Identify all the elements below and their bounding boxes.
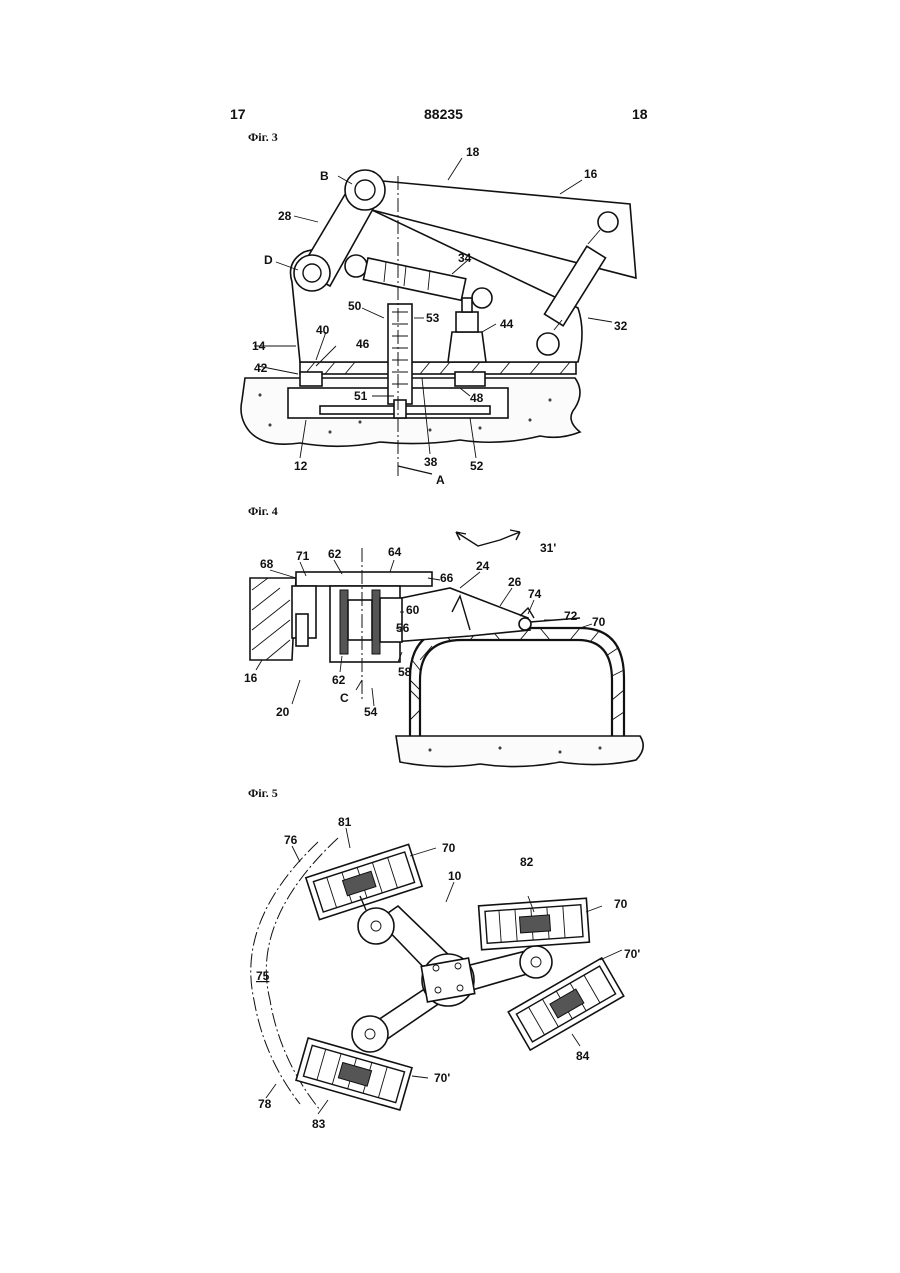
label-fig5-1: 81 <box>338 815 352 829</box>
label-fig5-10: 70' <box>434 1071 450 1085</box>
label-fig5-2: 70 <box>442 841 456 855</box>
label-fig5-11: 78 <box>258 1097 272 1111</box>
label-fig5-8: 75 <box>256 969 270 983</box>
label-fig5-5: 82 <box>520 855 534 869</box>
label-fig5-4: 10 <box>448 869 462 883</box>
label-fig5-12: 83 <box>312 1117 326 1131</box>
label-fig5-9: 84 <box>576 1049 590 1063</box>
label-fig5-6: 70 <box>614 897 628 911</box>
label-fig5-7: 70' <box>624 947 640 961</box>
label-fig5-3: 76 <box>284 833 298 847</box>
